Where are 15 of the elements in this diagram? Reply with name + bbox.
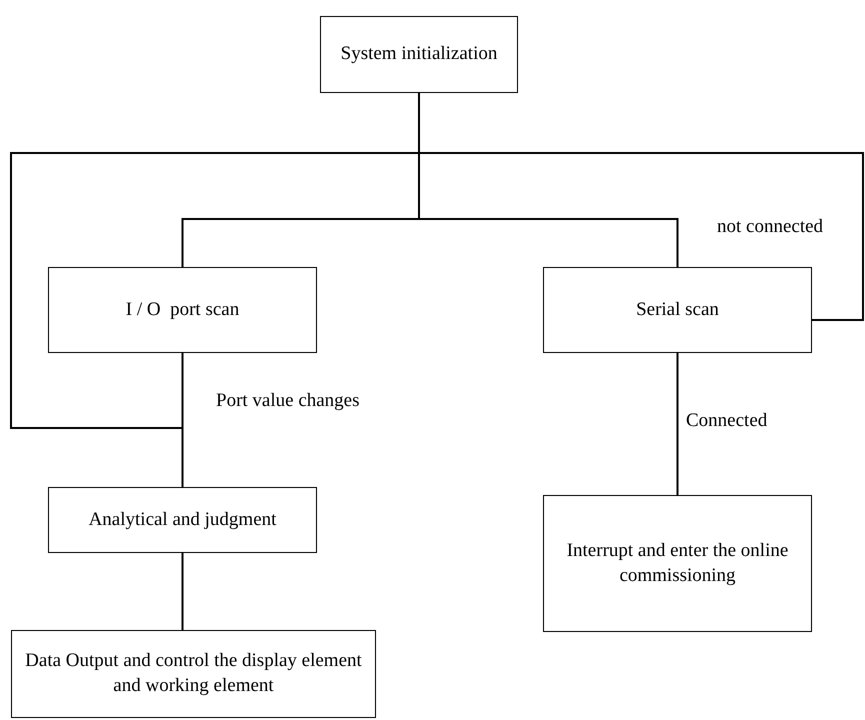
node-text: Serial scan	[635, 298, 720, 322]
process-box	[48, 487, 317, 553]
process-box	[543, 267, 812, 353]
process-box	[48, 267, 317, 353]
node-text: Analytical and judgment	[88, 508, 278, 532]
connector-line	[676, 353, 678, 495]
node-text: System initialization	[340, 42, 498, 66]
node-text: Data Output and control the display element and working element	[24, 649, 363, 698]
process-box	[320, 16, 518, 93]
connector-line	[182, 553, 184, 630]
process-box	[543, 495, 812, 632]
node-text: Interrupt and enter the online commissioning	[566, 538, 790, 588]
edge-label: Port value changes	[216, 390, 360, 413]
process-box	[11, 630, 376, 718]
node-text: I / O port scan	[124, 298, 240, 322]
